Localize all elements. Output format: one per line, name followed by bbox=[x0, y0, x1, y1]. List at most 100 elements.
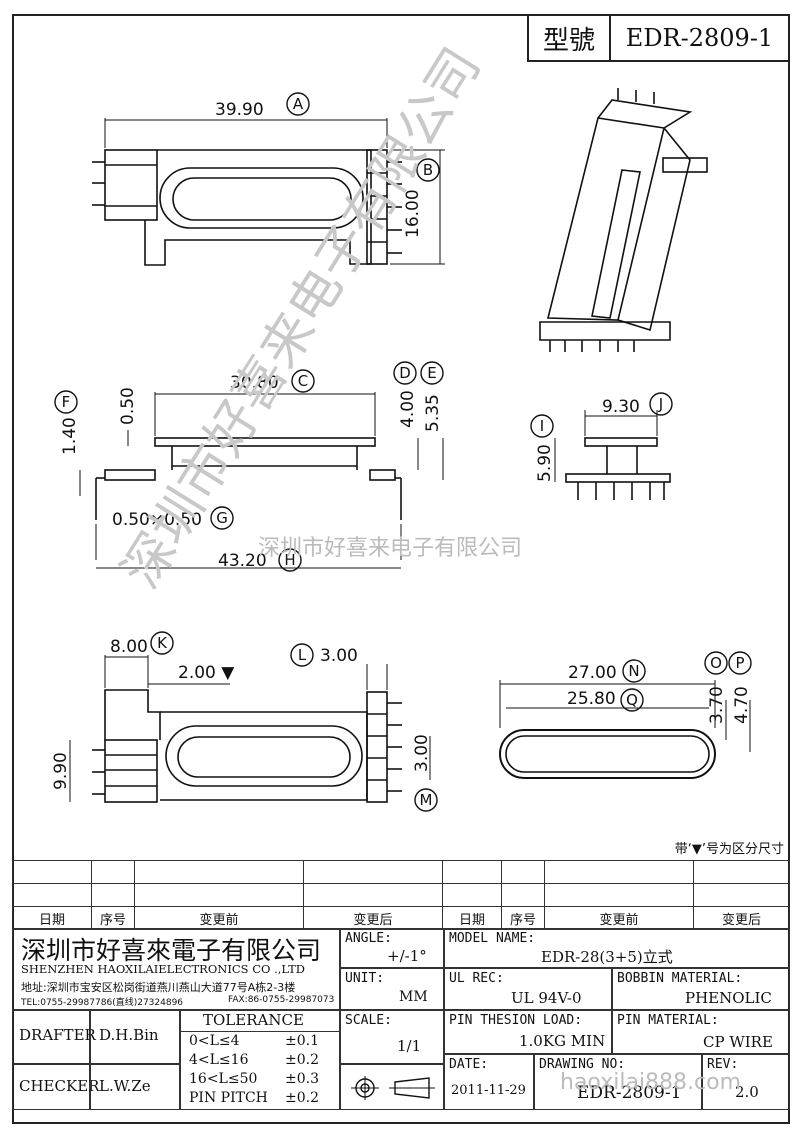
tolerance-value: ±0.3 bbox=[285, 1071, 319, 1087]
dim-4-00: 4.00 bbox=[398, 390, 418, 428]
svg-text:I: I bbox=[540, 417, 544, 435]
dim-3-70: 3.70 bbox=[707, 686, 727, 724]
drawing-border bbox=[12, 14, 790, 1124]
dim-8-00: 8.00 bbox=[110, 637, 148, 657]
marker-d: D bbox=[393, 361, 417, 385]
table-row bbox=[12, 883, 790, 907]
drawing-no-value: EDR-2809-1 bbox=[577, 1083, 682, 1103]
dim-0-50x0-50: 0.50×0.50 bbox=[112, 510, 202, 530]
svg-text:H: H bbox=[284, 551, 295, 569]
date-label: DATE: bbox=[449, 1057, 489, 1072]
dim-27-00: 27.00 bbox=[568, 663, 617, 683]
dim-25-80: 25.80 bbox=[567, 689, 616, 709]
side-view bbox=[79, 392, 444, 569]
marker-b: B bbox=[416, 158, 440, 182]
dim-1-40: 1.40 bbox=[60, 417, 80, 455]
svg-text:N: N bbox=[628, 662, 639, 680]
marker-e: E bbox=[420, 361, 444, 385]
drafter-value: D.H.Bin bbox=[99, 1026, 159, 1044]
unit-cell: UNIT: MM bbox=[340, 968, 444, 1010]
bobbin-material-value: PHENOLIC bbox=[685, 989, 772, 1007]
unit-value: MM bbox=[399, 989, 428, 1005]
isometric-view bbox=[539, 88, 708, 352]
svg-text:M: M bbox=[420, 791, 433, 809]
company-block: 深圳市好喜來電子有限公司 SHENZHEN HAOXILAIELECTRONIC… bbox=[12, 928, 340, 1010]
pin-load-cell: PIN THESION LOAD: 1.0KG MIN bbox=[444, 1010, 612, 1054]
table-row bbox=[12, 860, 790, 884]
cross-section-view bbox=[499, 680, 751, 779]
tolerance-block: TOLERANCE 0<L≤4 ±0.1 4<L≤16 ±0.2 16<L≤50… bbox=[180, 1010, 340, 1110]
dim-43-20: 43.20 bbox=[218, 551, 267, 571]
checker-value: L.W.Ze bbox=[99, 1077, 151, 1095]
scale-value: 1/1 bbox=[397, 1037, 422, 1055]
date-cell: DATE: 2011-11-29 bbox=[444, 1054, 534, 1110]
dim-39-90: 39.90 bbox=[215, 100, 264, 120]
svg-text:L: L bbox=[298, 646, 307, 664]
svg-text:O: O bbox=[710, 654, 722, 672]
rev-value: 2.0 bbox=[735, 1083, 759, 1101]
rev-header: 变更前 bbox=[544, 906, 694, 930]
svg-text:P: P bbox=[735, 654, 744, 672]
model-name-cell: MODEL NAME: EDR-28(3+5)立式 bbox=[444, 928, 790, 968]
dim-0-50: 0.50 bbox=[118, 387, 138, 425]
tolerance-value: ±0.2 bbox=[285, 1090, 319, 1106]
company-address: 地址:深圳市宝安区松岗街道燕川燕山大道77号A栋2-3楼 bbox=[21, 981, 296, 994]
dim-5-35: 5.35 bbox=[423, 394, 443, 432]
projection-symbol-cell bbox=[340, 1064, 444, 1110]
marker-n: N bbox=[622, 659, 646, 683]
company-tel: TEL:0755-29987786(直线)27324896 bbox=[21, 998, 184, 1008]
checker-label: CHECKER bbox=[19, 1077, 100, 1095]
dim-16-00: 16.00 bbox=[403, 189, 423, 238]
company-name-en: SHENZHEN HAOXILAIELECTRONICS CO .,LTD bbox=[21, 962, 305, 976]
pin-material-cell: PIN MATERIAL: CP WIRE bbox=[612, 1010, 790, 1054]
rev-header: 变更后 bbox=[303, 906, 443, 930]
rev-header: 变更后 bbox=[693, 906, 790, 930]
tolerance-value: ±0.2 bbox=[285, 1052, 319, 1068]
angle-value: +/-1° bbox=[387, 947, 427, 965]
marker-a: A bbox=[286, 92, 310, 116]
rev-header: 变更前 bbox=[134, 906, 304, 930]
drafter-label-cell: DRAFTER bbox=[12, 1010, 96, 1064]
tolerance-title: TOLERANCE bbox=[203, 1011, 304, 1029]
ul-rec-label: UL REC: bbox=[449, 971, 504, 986]
svg-text:B: B bbox=[423, 161, 433, 179]
rev-header: 日期 bbox=[12, 906, 92, 930]
rev-header: 序号 bbox=[501, 906, 545, 930]
svg-text:F: F bbox=[62, 393, 71, 411]
bobbin-material-label: BOBBIN MATERIAL: bbox=[617, 971, 743, 986]
top-view bbox=[92, 118, 445, 266]
svg-text:D: D bbox=[399, 364, 411, 382]
angle-label: ANGLE: bbox=[345, 931, 392, 946]
checker-value-cell: L.W.Ze bbox=[90, 1064, 180, 1110]
dim-9-30: 9.30 bbox=[602, 397, 640, 417]
scale-cell: SCALE: 1/1 bbox=[340, 1010, 444, 1064]
bottom-view bbox=[69, 655, 431, 803]
model-label: 型號 bbox=[527, 14, 611, 62]
date-value: 2011-11-29 bbox=[451, 1083, 526, 1098]
tolerance-range: 4<L≤16 bbox=[189, 1052, 249, 1068]
svg-text:E: E bbox=[427, 364, 436, 382]
svg-text:A: A bbox=[293, 95, 304, 113]
ul-rec-value: UL 94V-0 bbox=[511, 989, 582, 1007]
projection-symbol-icon bbox=[351, 1076, 435, 1100]
svg-text:Q: Q bbox=[626, 691, 638, 709]
revision-table: 日期 序号 变更前 变更后 日期 序号 变更前 变更后 bbox=[12, 860, 790, 930]
dim-5-90: 5.90 bbox=[535, 444, 555, 482]
drawing-no-cell: DRAWING NO: EDR-2809-1 bbox=[534, 1054, 702, 1110]
tolerance-range: 16<L≤50 bbox=[189, 1071, 258, 1087]
note-text: 带‘▼’号为区分尺寸 bbox=[674, 842, 784, 857]
marker-q: Q bbox=[620, 688, 644, 712]
svg-text:G: G bbox=[216, 509, 228, 527]
rev-label: REV: bbox=[707, 1057, 739, 1072]
unit-label: UNIT: bbox=[345, 971, 385, 986]
technical-drawing: 39.90 16.00 30.80 0.50 4.00 5.35 1.40 0.… bbox=[51, 88, 752, 812]
dim-3-00-side: 3.00 bbox=[412, 734, 432, 772]
scale-label: SCALE: bbox=[345, 1013, 392, 1028]
svg-text:C: C bbox=[298, 372, 308, 390]
rev-header: 序号 bbox=[91, 906, 135, 930]
bobbin-material-cell: BOBBIN MATERIAL: PHENOLIC bbox=[612, 968, 790, 1010]
angle-cell: ANGLE: +/-1° bbox=[340, 928, 444, 968]
svg-text:J: J bbox=[658, 395, 663, 413]
company-name-cn: 深圳市好喜來電子有限公司 bbox=[21, 936, 322, 965]
pin-load-value: 1.0KG MIN bbox=[519, 1032, 606, 1050]
